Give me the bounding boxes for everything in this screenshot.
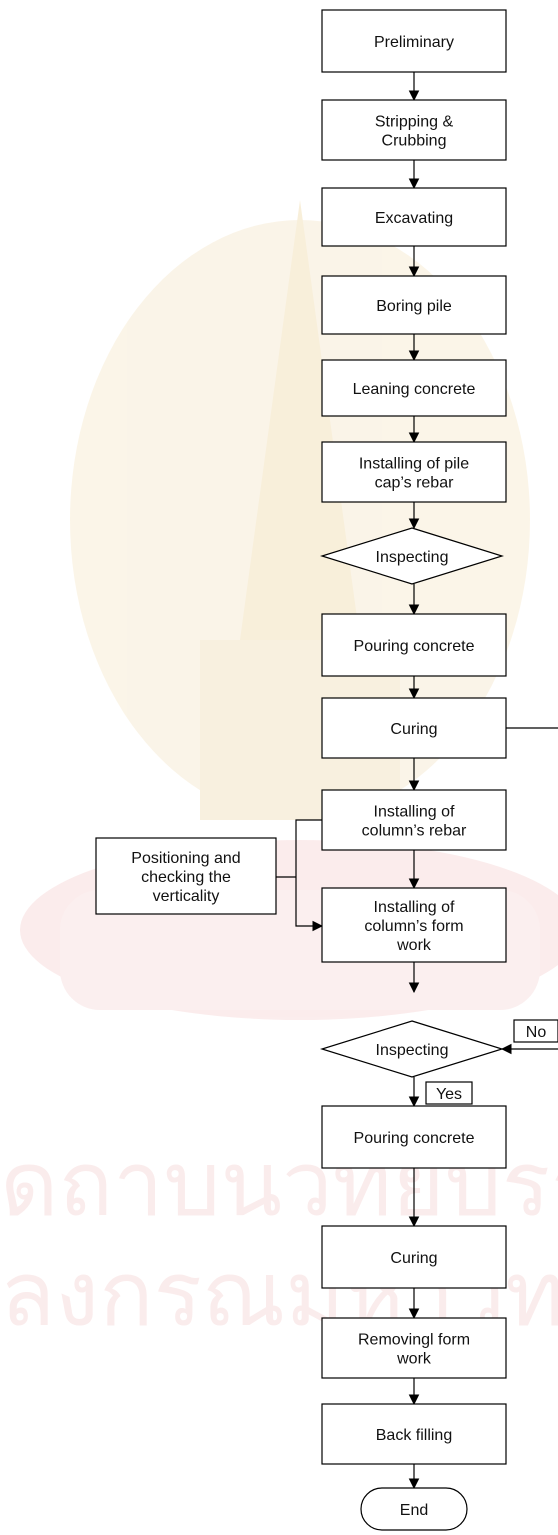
step-pouring-2-label: Pouring concrete bbox=[354, 1130, 475, 1147]
step-preliminary-label: Preliminary bbox=[374, 34, 454, 51]
step-curing-1-label: Curing bbox=[390, 721, 437, 738]
positioning-bracket bbox=[295, 819, 324, 932]
step-removing-formwork-label: Removingl form bbox=[358, 1332, 470, 1349]
step-column-rebar-box bbox=[321, 789, 507, 851]
step-inspecting-1-label: Inspecting bbox=[376, 549, 449, 566]
step-pouring-2: Pouring concrete bbox=[321, 1105, 507, 1169]
step-inspecting-2-label: Inspecting bbox=[376, 1042, 449, 1059]
step-inspecting-1: Inspecting bbox=[319, 527, 505, 585]
step-inspecting-2: Inspecting bbox=[319, 1020, 505, 1078]
step-leaning-concrete: Leaning concrete bbox=[321, 359, 507, 417]
step-back-filling: Back filling bbox=[321, 1403, 507, 1465]
step-removing-formwork-label: work bbox=[396, 1351, 432, 1368]
step-stripping-box bbox=[321, 99, 507, 161]
step-inspecting-1-diamond bbox=[319, 527, 505, 585]
step-curing-2-label: Curing bbox=[390, 1250, 437, 1267]
step-boring-pile: Boring pile bbox=[321, 275, 507, 335]
step-pile-cap-rebar-label: cap’s rebar bbox=[375, 475, 455, 492]
step-curing-2: Curing bbox=[321, 1225, 507, 1289]
step-preliminary: Preliminary bbox=[321, 9, 507, 73]
step-end: End bbox=[360, 1487, 468, 1531]
step-column-rebar: Installing of column’s rebar bbox=[321, 789, 507, 851]
step-stripping: Stripping & Crubbing bbox=[321, 99, 507, 161]
step-pouring-1-box bbox=[321, 613, 507, 677]
step-pile-cap-rebar-label: Installing of pile bbox=[359, 456, 469, 473]
step-boring-pile-label: Boring pile bbox=[376, 298, 452, 315]
step-removing-formwork-box bbox=[321, 1317, 507, 1379]
step-column-formwork: Installing of column’s form work bbox=[321, 887, 507, 963]
step-positioning-box bbox=[95, 837, 277, 915]
step-positioning-label: checking the bbox=[141, 869, 231, 886]
step-excavating-box bbox=[321, 187, 507, 247]
step-pouring-2-box bbox=[321, 1105, 507, 1169]
step-preliminary-box bbox=[321, 9, 507, 73]
step-positioning-label: verticality bbox=[153, 888, 220, 905]
step-pile-cap-rebar-box bbox=[321, 441, 507, 503]
step-pile-cap-rebar: Installing of pile cap’s rebar bbox=[321, 441, 507, 503]
step-positioning: Positioning and checking the verticality bbox=[95, 837, 277, 915]
step-column-rebar-label: column’s rebar bbox=[362, 823, 467, 840]
step-curing-1-box bbox=[321, 697, 507, 759]
step-pouring-1-label: Pouring concrete bbox=[354, 638, 475, 655]
step-column-formwork-box bbox=[321, 887, 507, 963]
step-end-box bbox=[360, 1487, 468, 1531]
step-column-rebar-label: Installing of bbox=[374, 804, 455, 821]
step-inspecting-2-diamond bbox=[319, 1020, 505, 1078]
step-end-label: End bbox=[400, 1502, 428, 1519]
yes-label: Yes bbox=[425, 1081, 473, 1105]
step-column-formwork-label: Installing of bbox=[374, 899, 455, 916]
step-leaning-concrete-box bbox=[321, 359, 507, 417]
step-column-formwork-label: work bbox=[396, 937, 432, 954]
connectors bbox=[276, 72, 558, 1490]
yes-label-text: Yes bbox=[436, 1086, 462, 1103]
step-positioning-label: Positioning and bbox=[131, 850, 240, 867]
step-curing-1: Curing bbox=[321, 697, 507, 759]
step-stripping-label: Crubbing bbox=[382, 133, 447, 150]
step-column-formwork-label: column’s form bbox=[364, 918, 463, 935]
no-label-text: No bbox=[526, 1024, 547, 1041]
step-removing-formwork: Removingl form work bbox=[321, 1317, 507, 1379]
step-pouring-1: Pouring concrete bbox=[321, 613, 507, 677]
step-back-filling-label: Back filling bbox=[376, 1427, 452, 1444]
step-leaning-concrete-label: Leaning concrete bbox=[353, 381, 476, 398]
step-excavating: Excavating bbox=[321, 187, 507, 247]
step-back-filling-box bbox=[321, 1403, 507, 1465]
step-boring-pile-box bbox=[321, 275, 507, 335]
step-excavating-label: Excavating bbox=[375, 210, 453, 227]
step-curing-2-box bbox=[321, 1225, 507, 1289]
step-stripping-label: Stripping & bbox=[375, 114, 454, 131]
no-label: No bbox=[513, 1019, 558, 1043]
